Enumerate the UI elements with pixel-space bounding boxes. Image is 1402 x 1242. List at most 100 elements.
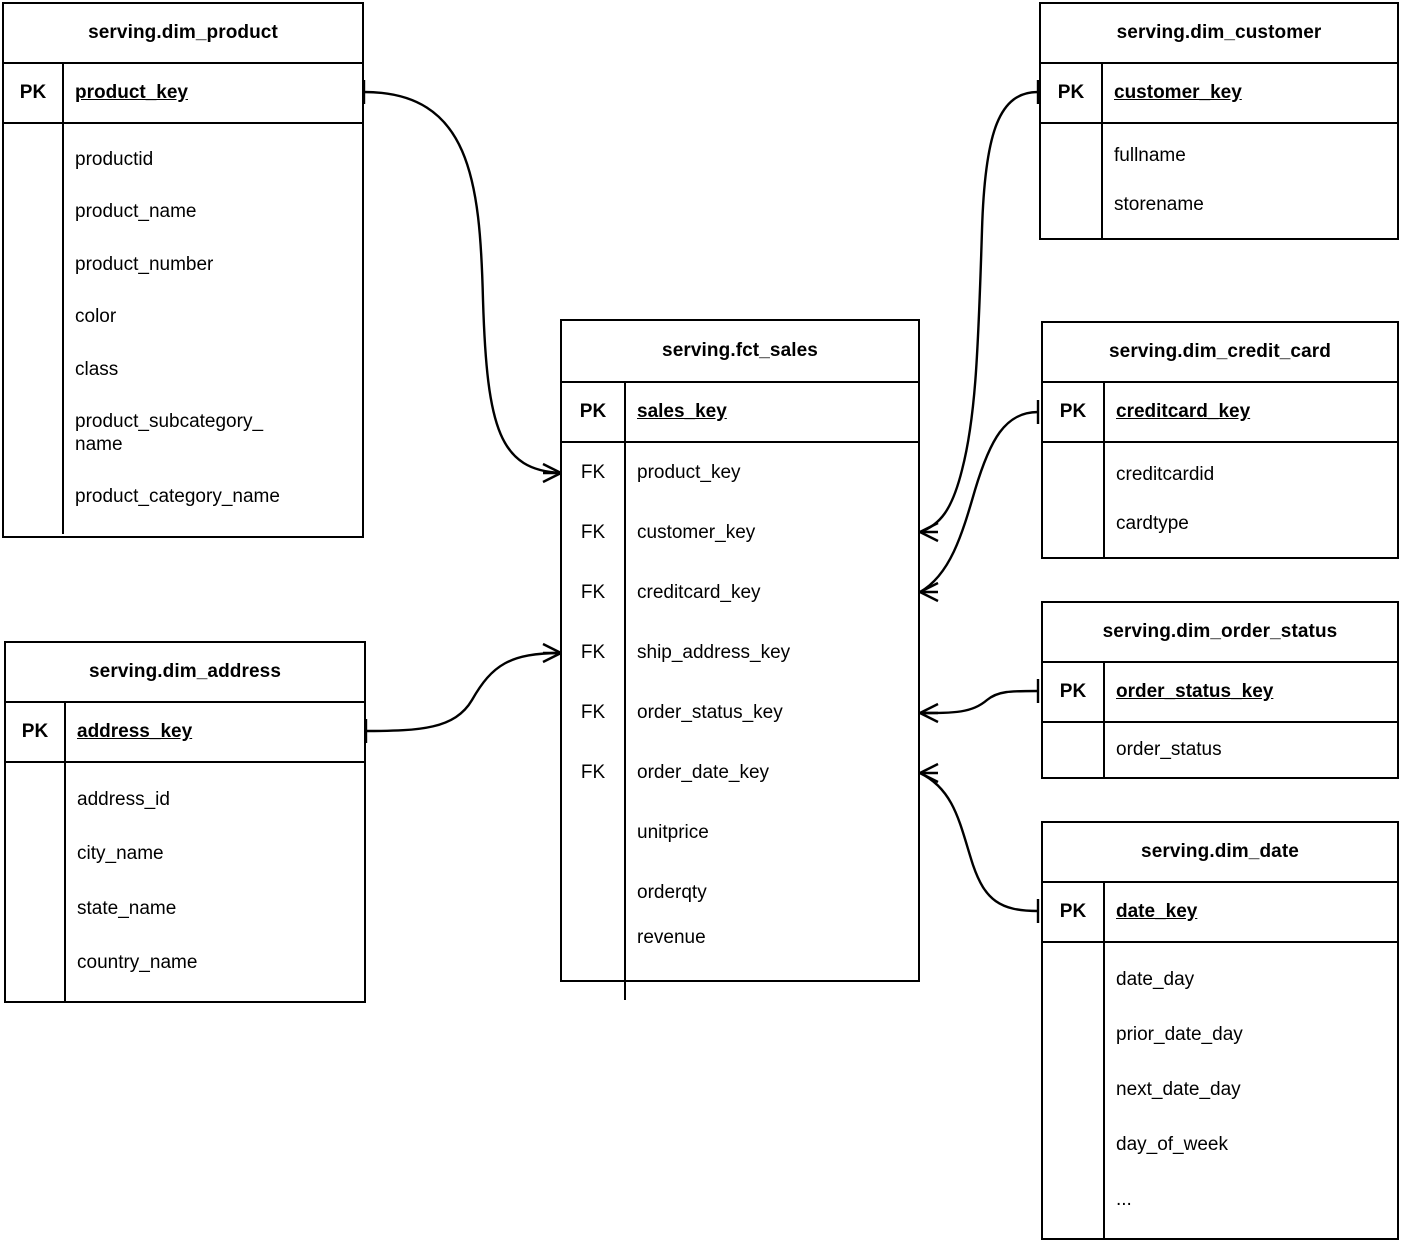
entity-row-pk-dim-product[interactable]: PK product_key xyxy=(4,64,362,124)
attribute-ellipsis: ... xyxy=(1116,1189,1132,1211)
field-name-address-key: address_key xyxy=(64,703,364,761)
attribute-country-name: country_name xyxy=(77,952,198,974)
field-name-product-key: product_key xyxy=(62,64,362,122)
field-name-order-status-key: order_status_key xyxy=(624,683,918,743)
entity-row-revenue[interactable]: revenue xyxy=(562,923,918,1000)
field-name-revenue: revenue xyxy=(624,923,918,1000)
entity-row-pk-dim-customer[interactable]: PK customer_key xyxy=(1041,64,1397,124)
pk-badge: PK xyxy=(1059,681,1087,702)
entity-dim-order-status[interactable]: serving.dim_order_status PK order_status… xyxy=(1041,601,1399,779)
relationship-line-customer xyxy=(919,80,1040,543)
attribute-list-dim-product: productid product_name product_number co… xyxy=(64,124,362,534)
pk-badge: PK xyxy=(1057,82,1085,103)
relationship-line-order-status xyxy=(919,679,1040,724)
attribute-block-dim-product: productid product_name product_number co… xyxy=(4,124,362,534)
attribute-gutter xyxy=(1041,124,1103,238)
crowsfoot-creditcard xyxy=(919,581,939,603)
pk-badge: PK xyxy=(1059,401,1087,422)
attribute-address-id: address_id xyxy=(77,788,170,810)
entity-dim-date[interactable]: serving.dim_date PK date_key date_day pr… xyxy=(1041,821,1399,1240)
attribute-storename: storename xyxy=(1114,194,1204,216)
relationship-line-creditcard xyxy=(919,400,1040,603)
pk-badge: PK xyxy=(579,401,607,422)
attribute-productid: productid xyxy=(75,148,154,170)
attribute-gutter xyxy=(1043,723,1105,777)
fk-badge: FK xyxy=(580,702,606,723)
entity-row-pk-dim-date[interactable]: PK date_key xyxy=(1043,883,1397,943)
fk-badge: FK xyxy=(580,762,606,783)
attribute-product-number: product_number xyxy=(75,253,214,275)
field-name-unitprice: unitprice xyxy=(624,803,918,863)
entity-row-ship-address-key[interactable]: FK ship_address_key xyxy=(562,623,918,683)
field-name-order-date-key: order_date_key xyxy=(624,743,918,803)
attribute-color: color xyxy=(75,306,117,328)
field-name-orderqty: orderqty xyxy=(624,863,918,923)
crowsfoot-date xyxy=(919,762,939,784)
field-name-sales-key: sales_key xyxy=(624,383,918,441)
attribute-fullname: fullname xyxy=(1114,145,1186,167)
attribute-list-dim-date: date_day prior_date_day next_date_day da… xyxy=(1105,943,1397,1238)
relationship-line-address xyxy=(364,642,562,743)
fk-badge: FK xyxy=(580,522,606,543)
attribute-block-dim-address: address_id city_name state_name country_… xyxy=(6,763,364,1001)
entity-title-dim-order-status: serving.dim_order_status xyxy=(1043,603,1397,663)
field-name-ship-address-key: ship_address_key xyxy=(624,623,918,683)
entity-dim-customer[interactable]: serving.dim_customer PK customer_key ful… xyxy=(1039,2,1399,240)
pk-badge: PK xyxy=(19,82,47,103)
attribute-block-dim-credit-card: creditcardid cardtype xyxy=(1043,443,1397,557)
entity-title-dim-address: serving.dim_address xyxy=(6,643,364,703)
fk-badge: FK xyxy=(580,582,606,603)
fk-badge: FK xyxy=(580,462,606,483)
attribute-product-name: product_name xyxy=(75,201,197,223)
entity-title-fct-sales: serving.fct_sales xyxy=(562,321,918,383)
relationship-line-date xyxy=(919,762,1040,923)
key-badge-empty xyxy=(562,863,624,923)
attribute-list-dim-credit-card: creditcardid cardtype xyxy=(1105,443,1397,557)
crowsfoot-product xyxy=(542,462,562,484)
key-badge-empty xyxy=(562,923,624,1000)
attribute-product-subcategory-name: product_subcategory_ name xyxy=(75,411,264,455)
entity-row-customer-key[interactable]: FK customer_key xyxy=(562,503,918,563)
pk-badge: PK xyxy=(1059,901,1087,922)
attribute-block-dim-customer: fullname storename xyxy=(1041,124,1397,238)
entity-row-order-status-key[interactable]: FK order_status_key xyxy=(562,683,918,743)
attribute-product-category-name: product_category_name xyxy=(75,486,280,508)
attribute-list-dim-order-status: order_status xyxy=(1105,723,1397,777)
attribute-order-status: order_status xyxy=(1116,738,1222,760)
attribute-block-dim-date: date_day prior_date_day next_date_day da… xyxy=(1043,943,1397,1238)
attribute-cardtype: cardtype xyxy=(1116,513,1189,535)
entity-row-pk-dim-order-status[interactable]: PK order_status_key xyxy=(1043,663,1397,723)
attribute-gutter xyxy=(1043,443,1105,557)
attribute-prior-date-day: prior_date_day xyxy=(1116,1024,1243,1046)
field-rows-fct-sales: FK product_key FK customer_key FK credit… xyxy=(562,443,918,1000)
entity-dim-product[interactable]: serving.dim_product PK product_key produ… xyxy=(2,2,364,538)
field-name-creditcard-key: creditcard_key xyxy=(1103,383,1397,441)
entity-dim-credit-card[interactable]: serving.dim_credit_card PK creditcard_ke… xyxy=(1041,321,1399,559)
attribute-state-name: state_name xyxy=(77,897,177,919)
attribute-day-of-week: day_of_week xyxy=(1116,1134,1228,1156)
field-name-order-status-key: order_status_key xyxy=(1103,663,1397,721)
entity-title-dim-customer: serving.dim_customer xyxy=(1041,4,1397,64)
field-name-creditcard-key: creditcard_key xyxy=(624,563,918,623)
entity-row-unitprice[interactable]: unitprice xyxy=(562,803,918,863)
entity-row-orderqty[interactable]: orderqty xyxy=(562,863,918,923)
entity-row-product-key[interactable]: FK product_key xyxy=(562,443,918,503)
entity-row-pk-fct-sales[interactable]: PK sales_key xyxy=(562,383,918,443)
entity-row-pk-dim-credit-card[interactable]: PK creditcard_key xyxy=(1043,383,1397,443)
entity-row-creditcard-key[interactable]: FK creditcard_key xyxy=(562,563,918,623)
field-name-product-key: product_key xyxy=(624,443,918,503)
attribute-date-day: date_day xyxy=(1116,969,1195,991)
entity-row-pk-dim-address[interactable]: PK address_key xyxy=(6,703,364,763)
crowsfoot-address xyxy=(542,642,562,664)
attribute-block-dim-order-status: order_status xyxy=(1043,723,1397,777)
entity-row-order-date-key[interactable]: FK order_date_key xyxy=(562,743,918,803)
field-name-customer-key: customer_key xyxy=(624,503,918,563)
entity-fct-sales[interactable]: serving.fct_sales PK sales_key FK produc… xyxy=(560,319,920,1000)
field-name-date-key: date_key xyxy=(1103,883,1397,941)
entity-dim-address[interactable]: serving.dim_address PK address_key addre… xyxy=(4,641,366,1003)
pk-badge: PK xyxy=(21,721,49,742)
relationship-line-product xyxy=(362,80,562,484)
entity-title-dim-credit-card: serving.dim_credit_card xyxy=(1043,323,1397,383)
fk-badge: FK xyxy=(580,642,606,663)
